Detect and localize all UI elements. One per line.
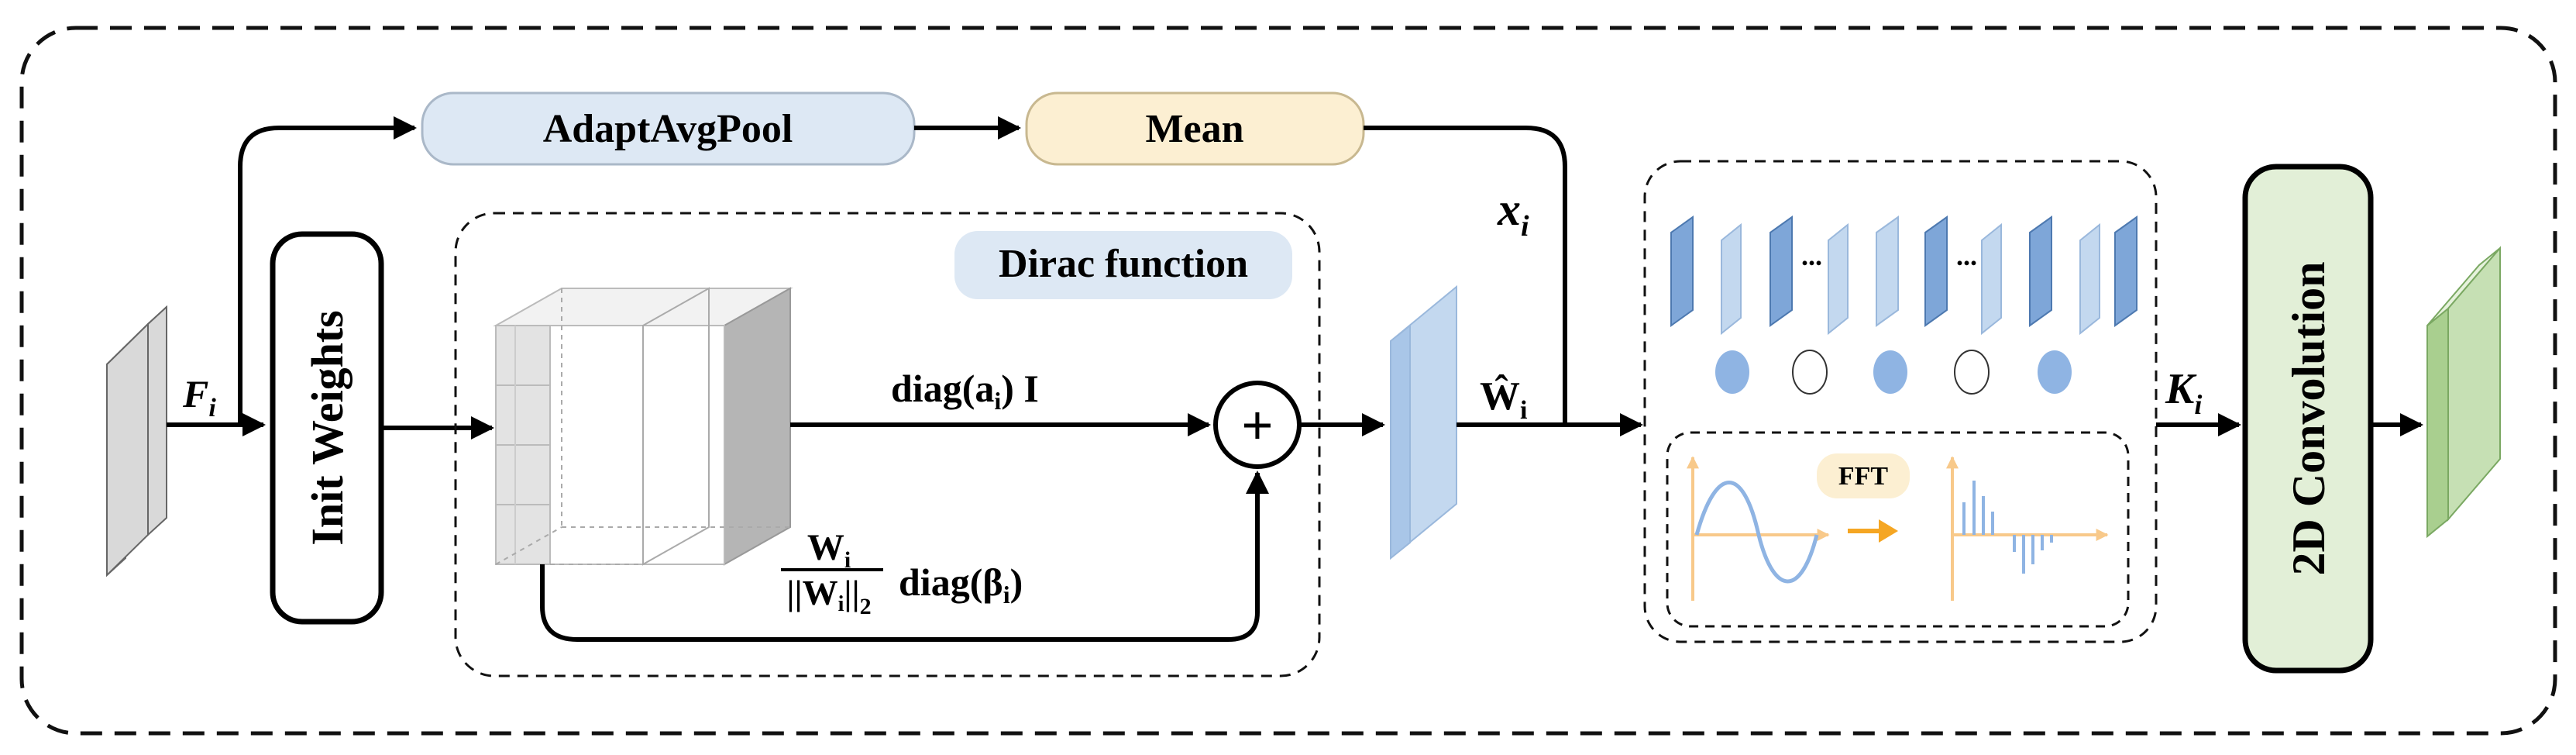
f-i-label: Fi [182, 372, 216, 422]
conv2d-label: 2D Convolution [2283, 261, 2334, 575]
fft-arrowhead-icon [1879, 519, 1898, 543]
dirac-function-badge [954, 231, 1292, 299]
time-domain-plot [1687, 456, 1830, 601]
output-feature-map [2426, 246, 2501, 539]
frequency-block-container [1643, 160, 2158, 643]
coefficient-circles [1715, 350, 2072, 395]
k-i-label: Ki [2165, 365, 2202, 420]
outer-frame [19, 26, 2557, 736]
input-feature-map [106, 305, 167, 577]
dirac-function-label: Dirac function [999, 242, 1248, 286]
svg-text:diag(βi): diag(βi) [899, 560, 1023, 608]
sum-operator-symbol: + [1242, 395, 1274, 455]
fft-inner-box [1666, 431, 2130, 628]
normalized-weight-label: Wi ||Wi||2 diag(βi) [781, 527, 1023, 619]
svg-text:||Wi||2: ||Wi||2 [786, 573, 871, 619]
fft-label: FFT [1838, 462, 1889, 491]
w-hat-map [1390, 284, 1457, 560]
init-weights-label: Init Weights [302, 310, 353, 546]
diag-a-label: diag(ai) I [891, 367, 1039, 415]
arrow-mean-to-main [1364, 126, 1567, 422]
arrow-fi-to-pool [238, 116, 417, 425]
fft-badge [1817, 453, 1910, 498]
slabs-ellipsis-1: ... [1801, 240, 1822, 271]
mean-label: Mean [1145, 107, 1243, 151]
frequency-domain-plot [1946, 456, 2109, 601]
x-i-label: xi [1497, 184, 1529, 243]
svg-text:Wi: Wi [807, 527, 851, 573]
kernel-slabs [1670, 215, 2137, 336]
weight-tensor-cube [493, 287, 793, 566]
adapt-avg-pool-label: AdaptAvgPool [543, 107, 793, 151]
slabs-ellipsis-2: ... [1956, 240, 1977, 271]
conv2d-box [2242, 164, 2374, 674]
dirac-container [454, 212, 1321, 677]
arrow-residual-to-plus [540, 471, 1269, 642]
w-hat-label: Ŵi [1480, 373, 1527, 425]
